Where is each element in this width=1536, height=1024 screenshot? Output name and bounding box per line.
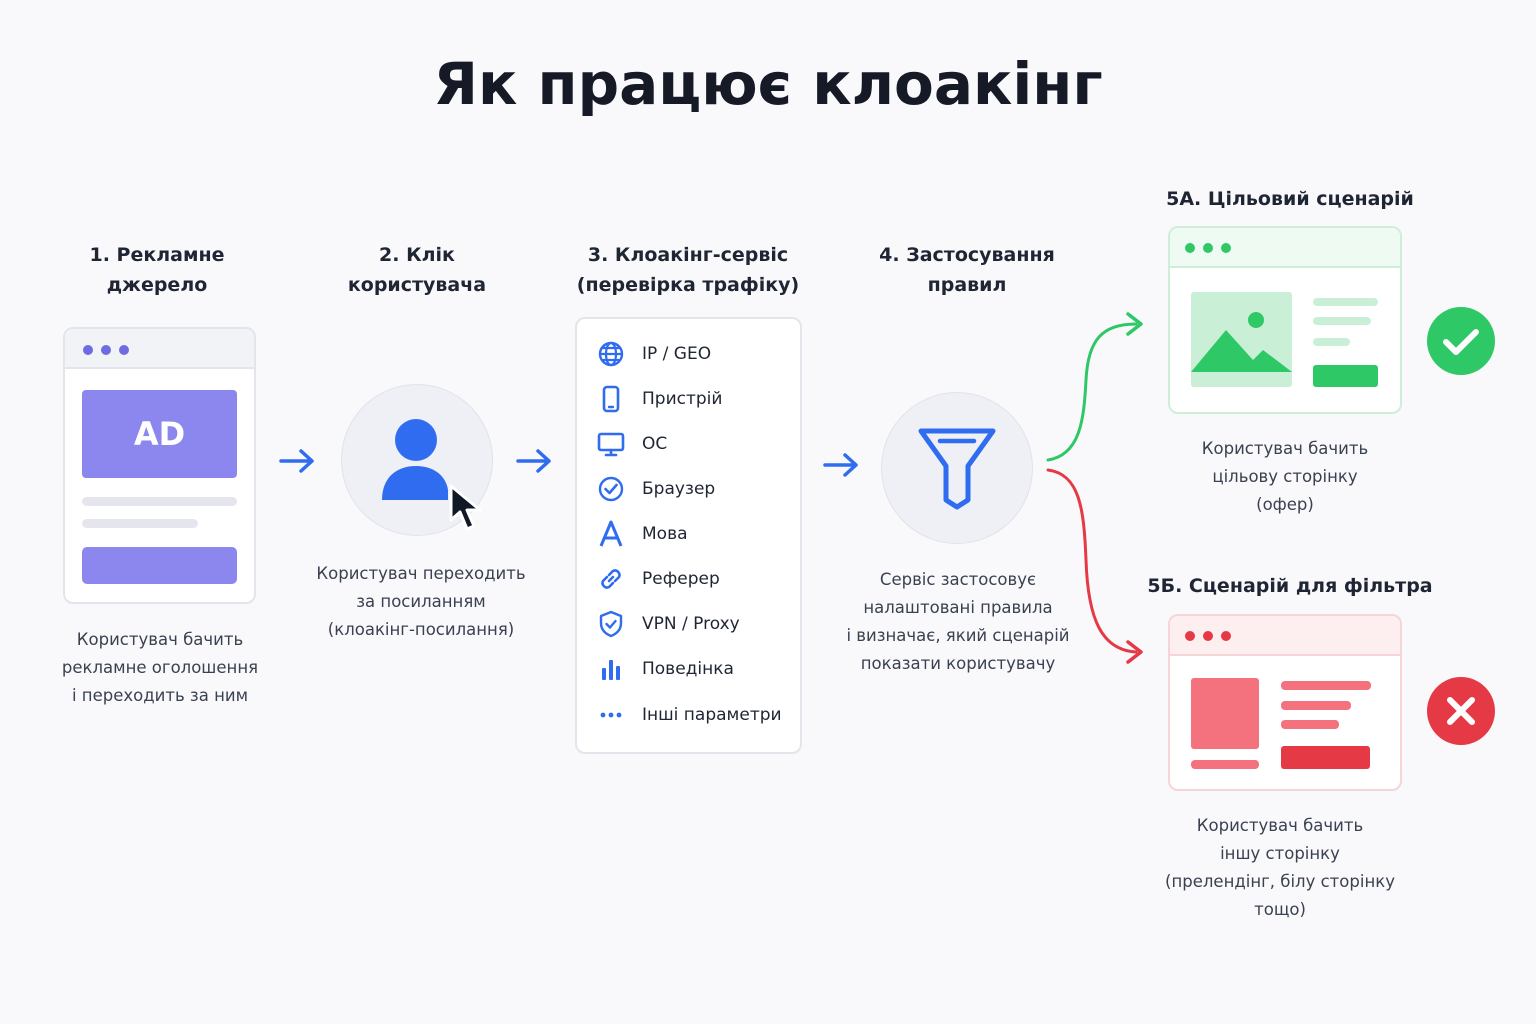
traffic-check-card: IP / GEO Пристрій ОС Браузер Мова	[575, 317, 802, 754]
step-4-desc: Сервіс застосовує налаштовані правила і …	[846, 570, 1070, 673]
monitor-icon	[597, 432, 625, 457]
step-1-title: 1. Рекламне джерело	[89, 244, 225, 296]
outcome-filter-title: 5Б. Сценарій для фільтра	[1147, 575, 1433, 597]
step-3-title: 3. Клоакінг-сервіс (перевірка трафіку)	[576, 244, 800, 296]
bar-chart-icon	[602, 660, 620, 680]
arrow-right-icon	[279, 449, 314, 473]
criterion-label: Поведінка	[642, 659, 734, 679]
criterion-label: Пристрій	[642, 389, 723, 409]
criterion-ip-geo: IP / GEO	[597, 339, 711, 369]
page-title: Як працює клоакінг	[433, 50, 1103, 118]
image-placeholder-icon	[1191, 292, 1292, 387]
criterion-label: IP / GEO	[642, 344, 712, 364]
user-icon	[382, 419, 448, 500]
cursor-icon	[449, 484, 482, 531]
filter-cta-button	[1281, 746, 1370, 769]
ad-cta-button	[82, 547, 237, 584]
target-page-card	[1168, 226, 1402, 414]
criterion-label: Інші параметри	[642, 705, 782, 725]
globe-icon	[598, 341, 624, 367]
step-2-desc: Користувач переходить за посиланням (кло…	[316, 564, 526, 639]
criterion-language: Мова	[597, 519, 688, 549]
arrow-right-icon	[823, 453, 858, 477]
more-dots-icon	[600, 712, 622, 718]
filter-page-card	[1168, 614, 1402, 791]
criterion-device: Пристрій	[597, 384, 722, 414]
arrow-right-icon	[516, 449, 551, 473]
outcome-filter-desc: Користувач бачить іншу сторінку (преленд…	[1165, 816, 1395, 919]
language-icon	[599, 520, 623, 547]
success-check-icon	[1427, 307, 1495, 375]
browser-check-icon	[598, 476, 624, 502]
step-2-title: 2. Клік користувача	[347, 244, 487, 296]
criterion-label: Реферер	[642, 569, 720, 589]
criterion-label: Мова	[642, 524, 688, 544]
shield-icon	[599, 610, 623, 638]
link-icon	[601, 569, 621, 589]
ad-banner: AD	[82, 390, 237, 478]
funnel-icon	[918, 428, 996, 510]
device-icon	[602, 385, 620, 413]
criterion-referrer: Реферер	[597, 564, 720, 594]
rules-circle	[881, 392, 1033, 544]
offer-cta-button	[1313, 365, 1378, 387]
failure-cross-icon	[1427, 677, 1495, 745]
ad-browser-card: AD	[63, 327, 256, 604]
step-1-desc: Користувач бачить рекламне оголошення і …	[61, 630, 259, 705]
outcome-target-title: 5А. Цільовий сценарій	[1166, 188, 1414, 210]
criterion-label: Браузер	[642, 479, 716, 499]
criterion-os: ОС	[597, 429, 667, 459]
outcome-target-desc: Користувач бачить цільову сторінку (офер…	[1201, 439, 1369, 514]
branch-arrows	[1046, 312, 1143, 664]
criterion-vpn-proxy: VPN / Proxy	[597, 609, 740, 639]
criterion-label: VPN / Proxy	[642, 614, 740, 634]
criterion-label: ОС	[642, 434, 668, 454]
criterion-browser: Браузер	[597, 474, 715, 504]
ad-label: AD	[133, 415, 186, 453]
step-4-title: 4. Застосування правил	[879, 244, 1055, 296]
criterion-behavior: Поведінка	[597, 654, 734, 684]
criterion-other: Інші параметри	[597, 700, 782, 730]
